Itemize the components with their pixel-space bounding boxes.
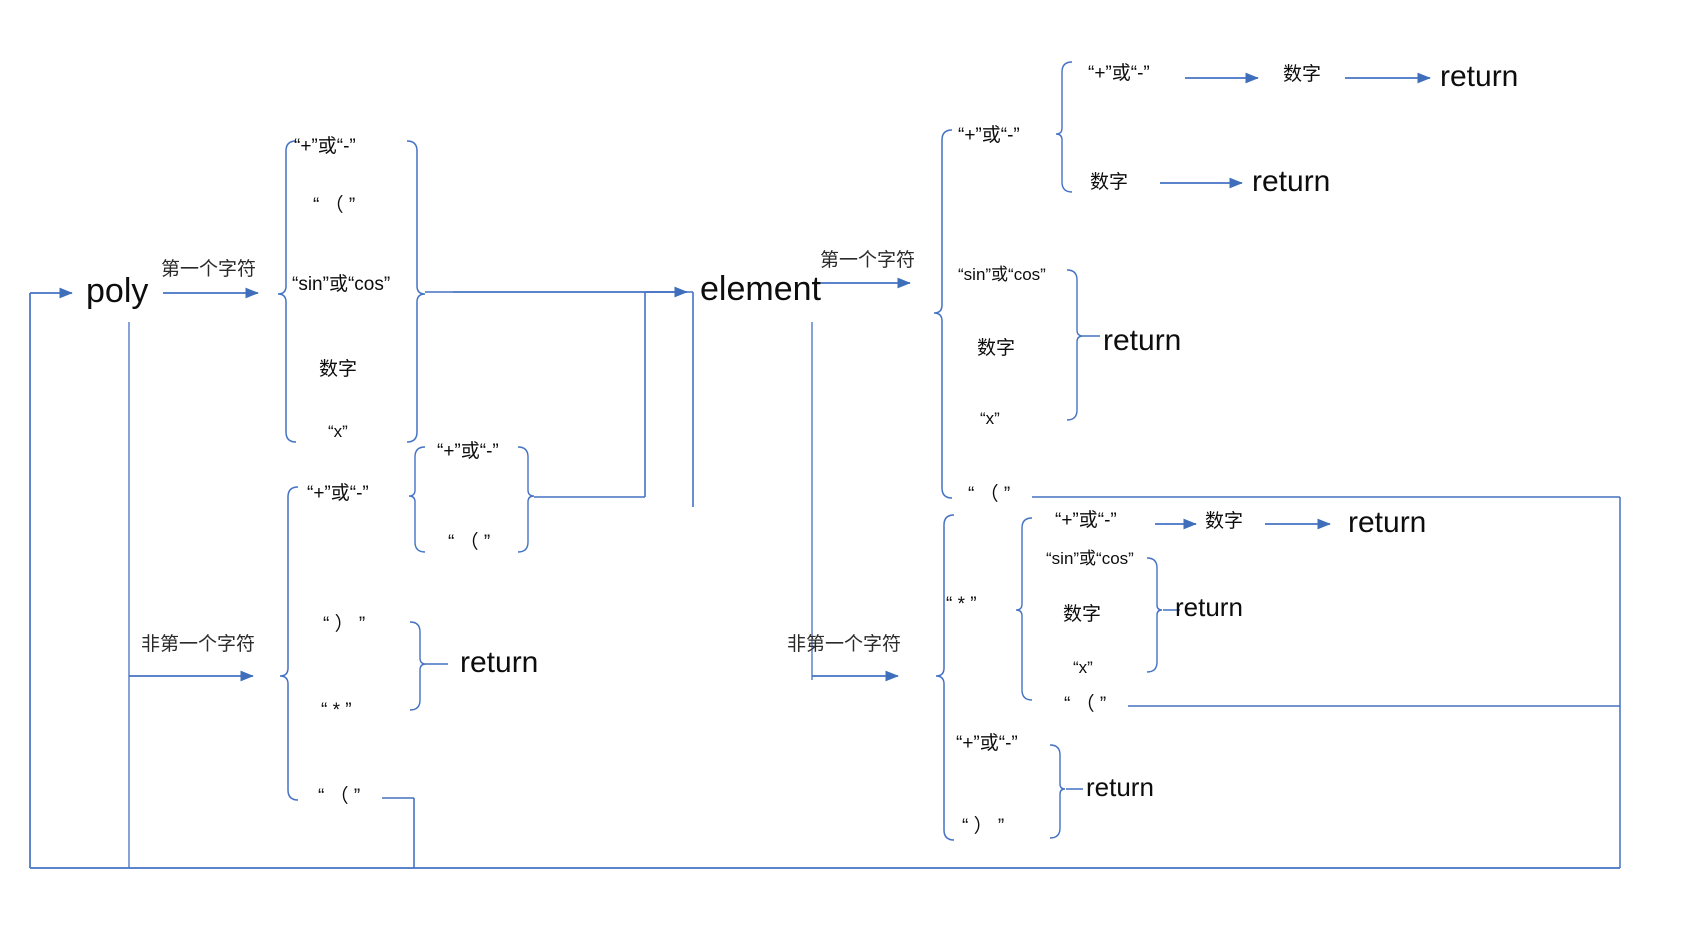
poly-nonfirst-token-star: “ * ” [321,700,352,721]
poly-nonfirst-token-plusminus: “+”或“-” [307,483,369,504]
element-nonfirst-star-plusminus: “+”或“-” [1055,510,1117,531]
poly-first-token-number: 数字 [319,359,358,380]
element-first-sub-plusminus: “+”或“-” [1088,63,1150,84]
element-nonfirst-token-sincos: “sin”或“cos” [1046,549,1134,568]
poly-nonfirst-sub-paren-open: “ （ ” [448,532,491,553]
element-nonfirst-star-number: 数字 [1205,511,1244,532]
element-first-branch-number: 数字 [1283,64,1322,85]
element-nonfirst-token-star: “ * ” [946,594,977,615]
element-nonfirst-tail-paren-close: “ ） ” [962,816,1005,837]
element-nonfirst-token-paren-open: “ （ ” [1064,694,1107,715]
poly-first-token-x: “x” [328,422,348,441]
edge-label-first-char-element: 第一个字符 [820,250,916,271]
element-first-token-plusminus: “+”或“-” [958,125,1020,146]
element-first-return-top: return [1440,60,1519,93]
element-nonfirst-token-number: 数字 [1063,604,1102,625]
element-nonfirst-tail-return: return [1086,772,1154,802]
poly-first-token-sincos: “sin”或“cos” [292,274,391,295]
element-nonfirst-token-x: “x” [1073,658,1093,677]
edge-label-non-first-char-poly: 非第一个字符 [141,634,256,655]
node-element[interactable]: element [700,270,821,308]
element-first-sub-number: 数字 [1090,172,1129,193]
edge-label-first-char-poly: 第一个字符 [161,259,257,280]
poly-nonfirst-return: return [460,646,539,679]
element-first-token-number: 数字 [977,338,1016,359]
poly-nonfirst-sub-plusminus: “+”或“-” [437,441,499,462]
element-first-return-mid: return [1252,165,1331,198]
poly-nonfirst-token-paren-close: “ ） ” [323,614,366,635]
poly-first-token-paren-open: “ （ ” [313,195,356,216]
edge-label-non-first-char-element: 非第一个字符 [787,634,902,655]
element-first-sincos-return: return [1103,324,1182,357]
poly-first-token-plusminus: “+”或“-” [294,136,356,157]
element-first-token-x: “x” [980,409,1000,428]
element-nonfirst-sincos-return: return [1175,592,1243,622]
element-nonfirst-star-return: return [1348,506,1427,539]
element-first-token-paren-open: “ （ ” [968,484,1011,505]
poly-nonfirst-token-paren-open-tail: “ （ ” [318,786,361,807]
node-poly[interactable]: poly [86,272,149,310]
element-first-token-sincos: “sin”或“cos” [958,265,1046,284]
element-nonfirst-tail-plusminus: “+”或“-” [956,733,1018,754]
